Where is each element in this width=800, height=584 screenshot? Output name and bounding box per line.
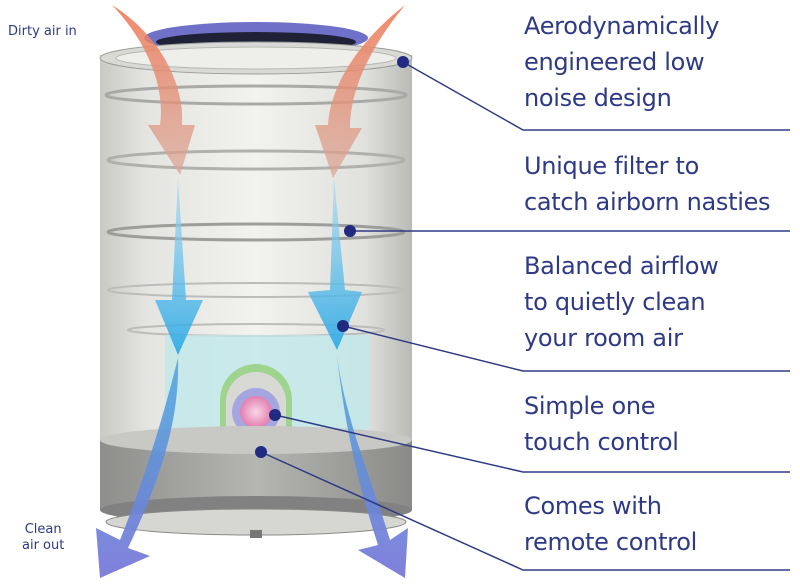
dirty-air-arrow-left	[112, 5, 195, 175]
feature-text: engineered low	[524, 48, 705, 76]
feature-text: Balanced airflow	[524, 252, 719, 280]
feature-text: Comes with	[524, 492, 662, 520]
clean-air-arrow-right	[308, 178, 362, 350]
clean-air-arrow-left	[155, 178, 203, 355]
feature-airflow: Balanced airflow to quietly clean your r…	[524, 248, 719, 356]
clean-air-out-line-2: air out	[22, 538, 65, 553]
feature-low-noise: Aerodynamically engineered low noise des…	[524, 8, 719, 116]
feature-touch-control: Simple one touch control	[524, 388, 679, 460]
touch-control-button	[240, 396, 272, 428]
feature-text: Aerodynamically	[524, 12, 720, 40]
dirty-air-arrow-right	[315, 5, 405, 178]
clean-air-out-label: Clean air out	[22, 522, 64, 554]
dirty-air-in-label: Dirty air in	[8, 24, 77, 39]
feature-text: Unique filter to	[524, 152, 700, 180]
feature-text: touch control	[524, 428, 679, 456]
callout-dots	[255, 56, 409, 458]
feature-text: your room air	[524, 324, 683, 352]
clean-air-out-arrow-right	[337, 355, 408, 578]
feature-text: remote control	[524, 528, 697, 556]
callout-leaders	[260, 61, 790, 571]
feature-text: catch airborn nasties	[524, 188, 771, 216]
clean-air-out-arrow-left	[96, 358, 179, 578]
feature-text: to quietly clean	[524, 288, 706, 316]
feature-text: Simple one	[524, 392, 656, 420]
clean-air-out-line-1: Clean	[24, 522, 62, 537]
feature-text: noise design	[524, 84, 672, 112]
feature-remote: Comes with remote control	[524, 488, 697, 560]
feature-filter: Unique filter to catch airborn nasties	[524, 148, 771, 220]
